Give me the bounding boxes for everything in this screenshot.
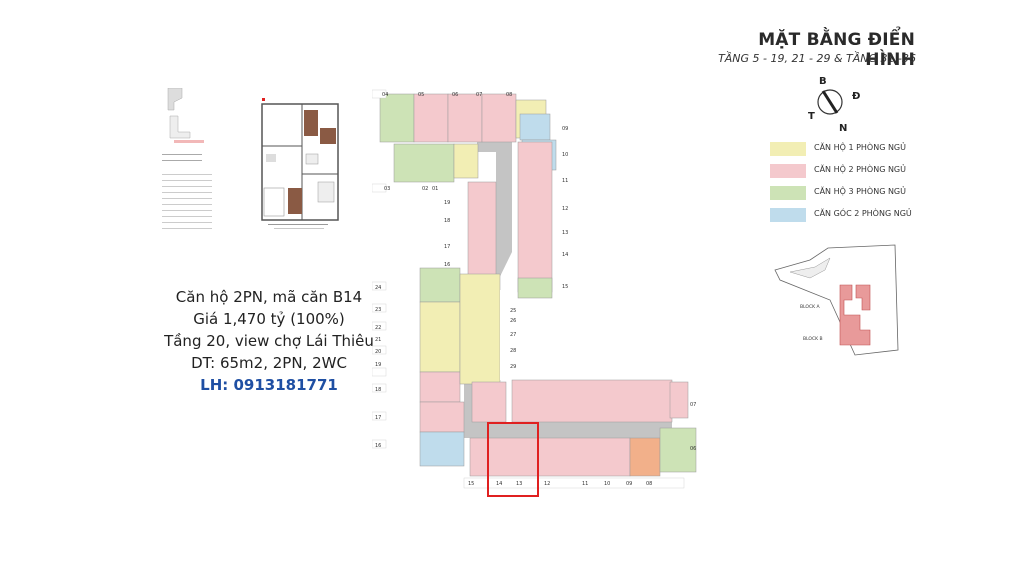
highlighted-unit-b14 — [487, 422, 539, 497]
unit-label: 09 — [562, 126, 568, 132]
legend-label: CĂN GÓC 2 PHÒNG NGỦ — [814, 209, 912, 218]
unit-label: 15 — [468, 481, 474, 487]
unit-label: 01 — [432, 186, 438, 192]
unit-label: 18 — [375, 387, 381, 393]
unit-label: 28 — [510, 348, 516, 354]
unit-label: 19 — [444, 200, 450, 206]
unit-label: 21 — [375, 337, 381, 343]
unit-label: 08 — [506, 92, 512, 98]
unit-label: 16 — [444, 262, 450, 268]
unit-label: 03 — [384, 186, 390, 192]
listing-line-4: DT: 65m2, 2PN, 2WC — [191, 354, 347, 372]
listing-line-3: Tầng 20, view chợ Lái Thiêu — [164, 332, 374, 350]
legend-label: CĂN HỘ 2 PHÒNG NGỦ — [814, 165, 906, 174]
legend-label: CĂN HỘ 3 PHÒNG NGỦ — [814, 187, 906, 196]
unit-label: 27 — [510, 332, 516, 338]
unit-label: 26 — [510, 318, 516, 324]
unit-label: 06 — [690, 446, 696, 452]
unit-label: 11 — [582, 481, 588, 487]
unit-label: 07 — [690, 402, 696, 408]
unit-label: 29 — [510, 364, 516, 370]
page-title: MẶT BẰNG ĐIỂN HÌNH — [758, 30, 915, 70]
unit-label: 04 — [382, 92, 388, 98]
listing-info: Căn hộ 2PN, mã căn B14 Giá 1,470 tỷ (100… — [150, 286, 388, 396]
page-subtitle: TẦNG 5 - 19, 21 - 29 & TẦNG 31 -36 — [718, 52, 916, 65]
unit-label: 13 — [562, 230, 568, 236]
compass-b: B — [819, 76, 827, 87]
contact-phone[interactable]: LH: 0913181771 — [200, 376, 338, 394]
unit-label: 09 — [626, 481, 632, 487]
block-b-label: BLOCK B — [803, 336, 823, 342]
unit-label: 22 — [375, 325, 381, 331]
unit-label: 14 — [562, 252, 568, 258]
unit-label: 11 — [562, 178, 568, 184]
unit-label: 13 — [516, 481, 522, 487]
unit-label: 23 — [375, 307, 381, 313]
unit-label: 20 — [375, 349, 381, 355]
unit-label: 10 — [562, 152, 568, 158]
unit-label: 19 — [375, 362, 381, 368]
legend-swatch — [770, 208, 806, 222]
unit-label: 17 — [444, 244, 450, 250]
unit-label: 08 — [646, 481, 652, 487]
compass-icon: B Đ T N — [808, 76, 860, 134]
listing-line-1: Căn hộ 2PN, mã căn B14 — [175, 288, 363, 306]
compass-n: N — [839, 123, 847, 134]
unit-label: 18 — [444, 218, 450, 224]
listing-line-2: Giá 1,470 tỷ (100%) — [193, 310, 345, 328]
legend-item-3pn: CĂN HỘ 3 PHÒNG NGỦ — [770, 186, 930, 200]
unit-label: 05 — [418, 92, 424, 98]
unit-label: 25 — [510, 308, 516, 314]
legend-item-1pn: CĂN HỘ 1 PHÒNG NGỦ — [770, 142, 930, 156]
site-map: BLOCK A BLOCK B — [774, 244, 899, 356]
legend-swatch — [770, 164, 806, 178]
unit-label: 15 — [562, 284, 568, 290]
legend-swatch — [770, 142, 806, 156]
unit-label: 06 — [452, 92, 458, 98]
key-plan-thumbnail — [162, 88, 212, 229]
unit-floor-plan — [261, 98, 339, 229]
unit-label: 10 — [604, 481, 610, 487]
legend-item-corner-2pn: CĂN GÓC 2 PHÒNG NGỦ — [770, 208, 930, 222]
block-a-label: BLOCK A — [800, 304, 820, 310]
unit-label: 16 — [375, 443, 381, 449]
unit-label: 12 — [562, 206, 568, 212]
unit-label: 17 — [375, 415, 381, 421]
unit-label: 02 — [422, 186, 428, 192]
compass-t: T — [808, 111, 815, 122]
unit-label: 12 — [544, 481, 550, 487]
unit-label: 24 — [375, 285, 381, 291]
legend-swatch — [770, 186, 806, 200]
legend-label: CĂN HỘ 1 PHÒNG NGỦ — [814, 143, 906, 152]
compass-d: Đ — [852, 91, 860, 102]
unit-label: 14 — [496, 481, 502, 487]
typical-floor-plan: 04 05 06 07 08 09 10 11 12 13 14 15 03 0… — [372, 89, 696, 489]
legend-item-2pn: CĂN HỘ 2 PHÒNG NGỦ — [770, 164, 930, 178]
unit-label: 07 — [476, 92, 482, 98]
